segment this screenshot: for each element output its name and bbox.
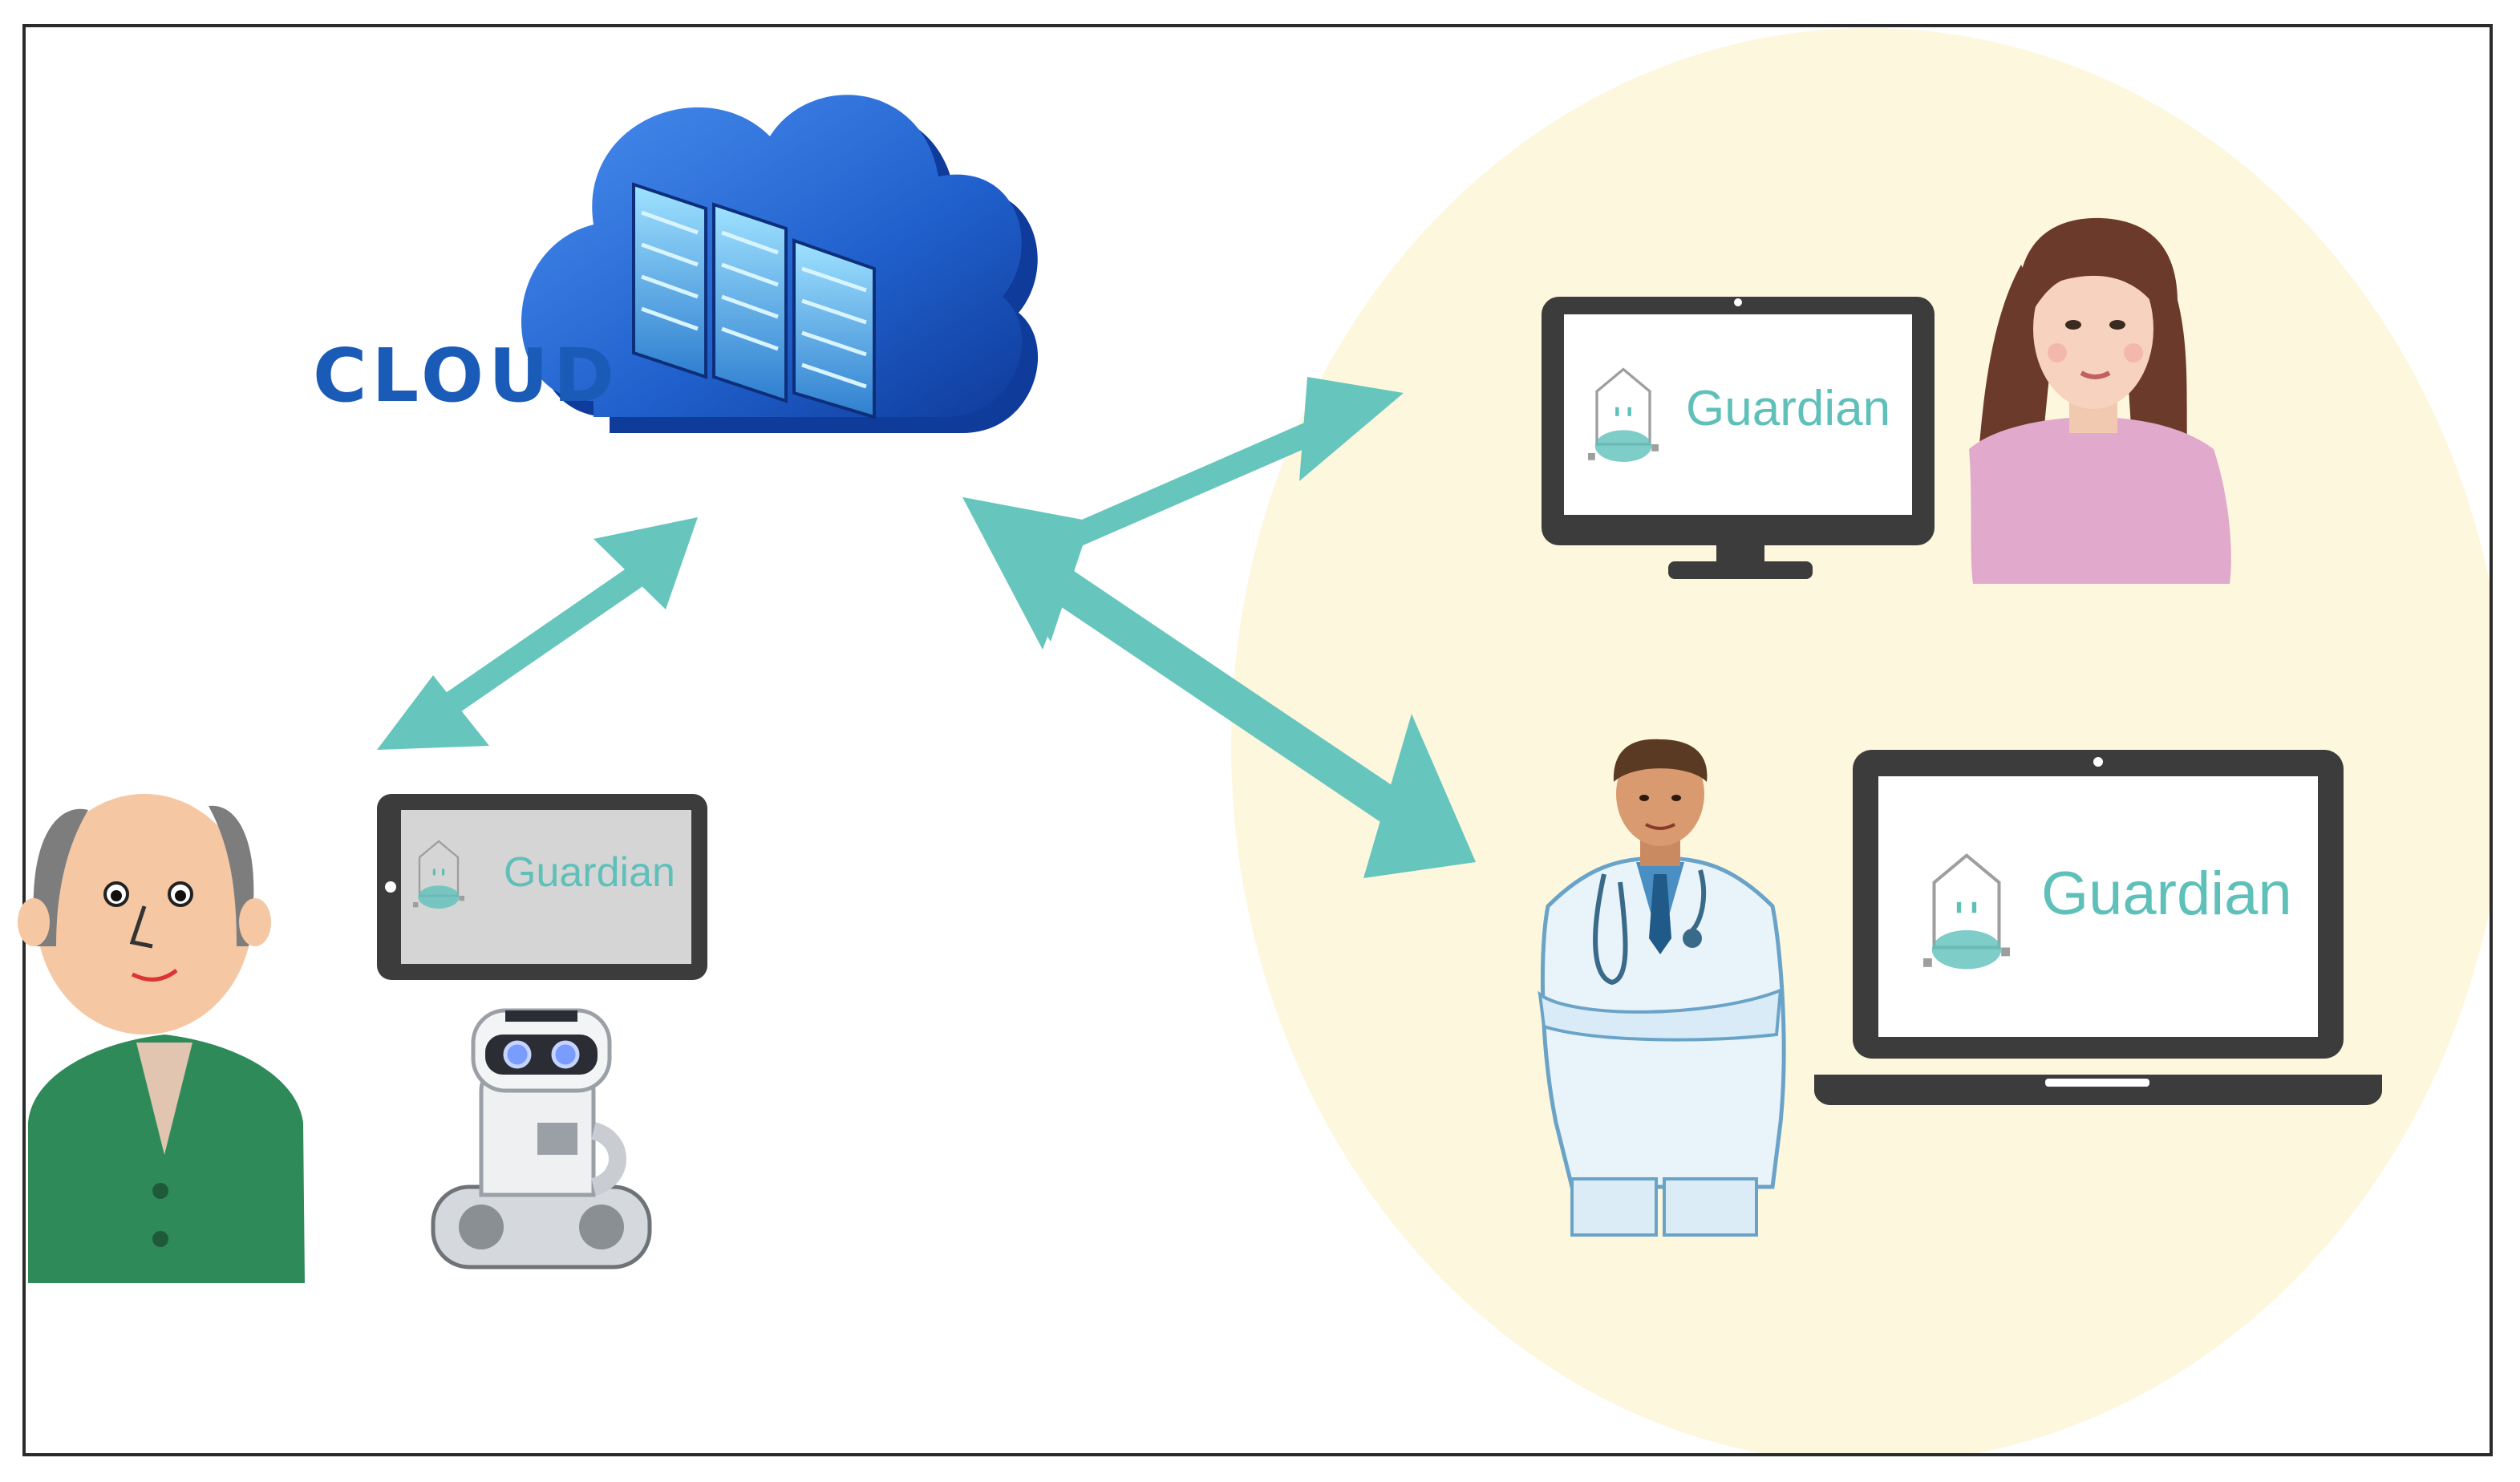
cloud-label: CLOUD xyxy=(313,333,619,419)
cloud-icon xyxy=(521,95,1039,434)
doctor-figure xyxy=(1538,739,1786,1237)
desktop-monitor: Guardian xyxy=(1542,297,1935,579)
tablet: Guardian xyxy=(377,794,707,980)
tablet-app-name: Guardian xyxy=(504,849,675,896)
arrow-cloud-elderly xyxy=(377,517,698,750)
arrow-cloud-doctor xyxy=(962,497,1476,878)
guardian-logo-icon xyxy=(1923,853,2010,970)
cloud-server: CLOUD xyxy=(313,95,1039,434)
guardian-logo-icon xyxy=(413,840,464,909)
elderly-man-figure xyxy=(18,794,305,1283)
laptop: Guardian xyxy=(1814,750,2382,1105)
companion-robot-figure xyxy=(431,1008,652,1269)
young-woman-figure xyxy=(1969,217,2231,584)
connection-arrows xyxy=(377,377,1476,878)
laptop-app-name: Guardian xyxy=(2041,860,2292,928)
guardian-logo-icon xyxy=(1588,367,1659,462)
monitor-app-name: Guardian xyxy=(1686,381,1890,436)
